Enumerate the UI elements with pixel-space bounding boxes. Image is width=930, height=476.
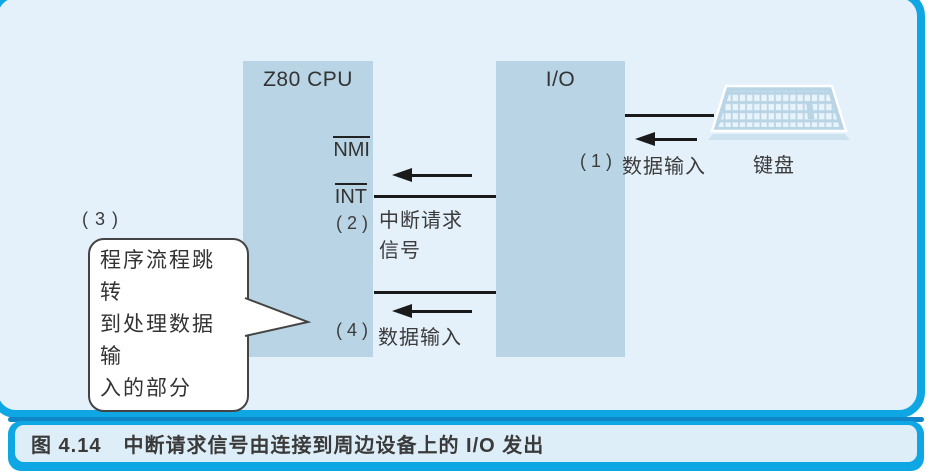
keyboard-to-io-line (625, 114, 714, 117)
figure-number: 图 4.14 (31, 435, 102, 457)
keyboard-label: 键盘 (753, 155, 795, 177)
figure-caption: 图 4.14 中断请求信号由连接到周边设备上的 I/O 发出 (15, 425, 917, 462)
caption-separator (8, 417, 924, 422)
bubble-line1: 程序流程跳转 (100, 249, 215, 304)
speech-bubble: 程序流程跳转 到处理数据输 入的部分 (88, 238, 249, 412)
nmi-pin-label: NMI (333, 136, 370, 161)
data-input-1-label: 数据输入 (622, 156, 706, 178)
step-3-label: ( 3 ) (82, 209, 120, 229)
data-input-4-label: 数据输入 (378, 327, 462, 349)
speech-bubble-tail (244, 297, 312, 337)
figure-caption-bar: 图 4.14 中断请求信号由连接到周边设备上的 I/O 发出 (8, 421, 924, 471)
keyboard-icon (708, 84, 850, 140)
interrupt-request-line1: 中断请求 (379, 210, 463, 232)
step-4-label: ( 4 ) (335, 320, 368, 340)
interrupt-request-line2: 信号 (379, 240, 421, 262)
io-box: I/O ( 1 ) (496, 61, 625, 357)
bubble-line2: 到处理数据输 (100, 313, 215, 368)
data-input-1-arrow (635, 131, 697, 147)
step-1-label: ( 1 ) (579, 151, 612, 171)
step-2-label: ( 2 ) (335, 213, 368, 233)
int-pin-label: INT (334, 183, 367, 208)
bubble-line3: 入的部分 (100, 377, 192, 400)
interrupt-request-label: 中断请求 信号 (379, 206, 489, 266)
int-pin-line (374, 195, 496, 198)
figure-caption-text: 中断请求信号由连接到周边设备上的 I/O 发出 (123, 435, 545, 457)
io-title: I/O (545, 68, 576, 91)
interrupt-request-arrow (392, 167, 472, 183)
cpu-to-io-line (374, 291, 496, 294)
data-input-4-arrow (392, 303, 472, 319)
cpu-title: Z80 CPU (263, 68, 353, 91)
